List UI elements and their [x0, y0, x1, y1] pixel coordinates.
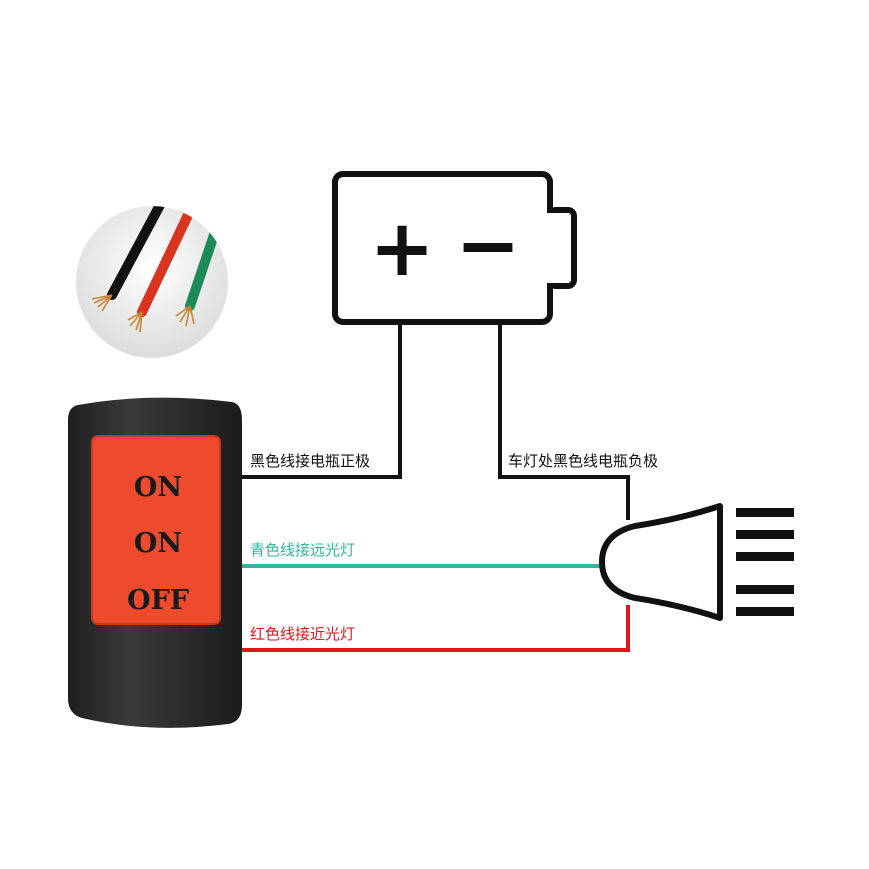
switch-label-on-1: ON — [134, 472, 182, 503]
black-wire-positive — [240, 322, 402, 479]
rocker-switch: ON ON OFF — [68, 397, 242, 728]
battery-icon: + − — [332, 171, 577, 325]
red-wire-label: 红色线接近光灯 — [250, 625, 355, 643]
battery-plus-sign: + — [369, 204, 434, 294]
switch-label-on-2: ON — [134, 528, 182, 559]
red-wire — [240, 605, 630, 652]
black-negative-wire-label: 车灯处黑色线电瓶负极 — [508, 452, 658, 470]
battery-minus-sign: − — [455, 201, 520, 291]
black-wire-negative — [498, 322, 630, 520]
wire-bundle-icon — [76, 206, 228, 358]
switch-label-off: OFF — [127, 585, 189, 616]
headlight-icon — [599, 503, 794, 621]
wires — [240, 322, 630, 652]
black-wire-label: 黑色线接电瓶正极 — [250, 452, 370, 470]
cyan-wire-label: 青色线接远光灯 — [250, 541, 355, 559]
switch-rocker — [91, 435, 221, 625]
